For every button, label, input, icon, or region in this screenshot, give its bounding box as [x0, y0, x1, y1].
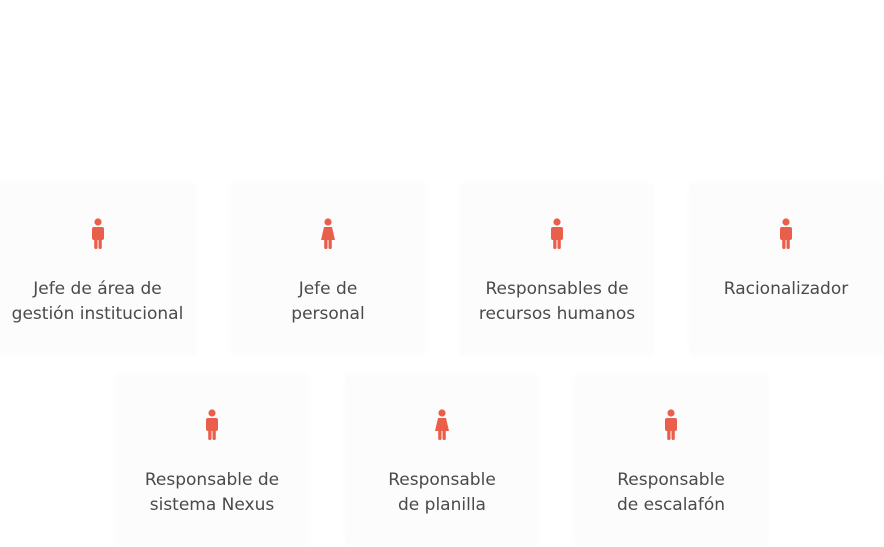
male-person-icon [206, 409, 218, 440]
female-person-icon [435, 409, 449, 440]
role-label: Jefe de área de gestión institucional [11, 279, 184, 324]
role-label: Responsable de planilla [388, 470, 496, 515]
role-card-responsable-planilla: Responsable de planilla [346, 375, 538, 545]
male-person-icon [780, 218, 792, 249]
role-label: Racionalizador [723, 279, 849, 299]
male-person-icon [551, 218, 563, 249]
male-person-icon [665, 409, 677, 440]
role-card-jefe-personal: Jefe de personal [232, 184, 424, 354]
role-card-responsable-escalafon: Responsable de escalafón [575, 375, 767, 545]
female-person-icon [321, 218, 335, 249]
role-label: Jefe de personal [291, 279, 365, 324]
role-card-responsable-nexus: Responsable de sistema Nexus [116, 375, 308, 545]
role-label: Responsable de sistema Nexus [144, 470, 280, 515]
role-card-responsables-rrhh: Responsables de recursos humanos [461, 184, 653, 354]
role-card-jefe-area-gestion: Jefe de área de gestión institucional [0, 184, 195, 354]
role-card-racionalizador: Racionalizador [690, 184, 882, 354]
male-person-icon [91, 218, 104, 249]
role-label: Responsable de escalafón [616, 470, 726, 515]
role-label: Responsables de recursos humanos [478, 279, 636, 324]
